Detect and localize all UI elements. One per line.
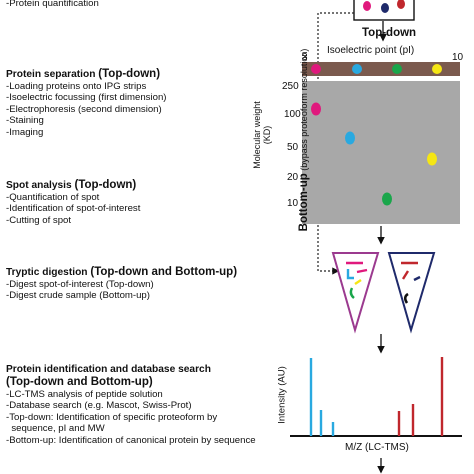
gel-spot-cyan (345, 131, 355, 145)
identification-mode: (Top-down and Bottom-up) (6, 376, 153, 388)
protein-quantification-step: -Protein quantification (6, 0, 99, 9)
gel-spot-magenta (311, 102, 321, 116)
digestion-item: -Digest spot-of-interest (Top-down) (6, 279, 154, 290)
top-down-label: Top-down (362, 27, 417, 39)
mw-axis-label: Molecular weight (252, 101, 262, 169)
spot-title: Spot analysis (6, 180, 72, 191)
strip-spot-cyan (352, 64, 362, 74)
mw-tick: 100 (284, 109, 301, 120)
sample-protein-magenta (363, 1, 371, 11)
2d-gel (302, 81, 460, 224)
separation-item: -Isoelectric focussing (first dimension) (6, 92, 167, 104)
spot-item: -Quantification of spot (6, 192, 100, 203)
spot-item: -Identification of spot-of-interest (6, 203, 141, 215)
identification-item: -Top-down: Identification of specific pr… (6, 411, 218, 423)
gel-spot-yellow (427, 152, 437, 166)
separation-item: -Imaging (6, 126, 44, 138)
digestion-tube-top-down (331, 252, 380, 334)
separation-item: -Loading proteins onto IPG strips (6, 81, 147, 92)
spot-analysis-step: Spot analysis (Top-down) -Quantification… (6, 179, 140, 226)
mw-tick: 10 (287, 198, 299, 209)
mw-axis-unit: (KD) (262, 125, 272, 145)
spot-heading: Spot analysis (Top-down) (6, 179, 140, 192)
gel-spot-green (382, 192, 392, 206)
strip-spot-green (392, 64, 402, 74)
bottom-up-note: (bypass proteoform resolution) (299, 48, 309, 171)
digestion-step: Tryptic digestion (Top-down and Bottom-u… (6, 266, 237, 302)
mw-tick: 50 (287, 142, 299, 153)
separation-item: -Staining (6, 115, 44, 127)
identification-item: sequence, pI and MW (6, 423, 105, 435)
sample-protein-red (397, 0, 405, 9)
sample-box (353, 0, 415, 21)
digestion-heading: Tryptic digestion (Top-down and Bottom-u… (6, 266, 237, 279)
separation-item: -Electrophoresis (second dimension) (6, 103, 162, 115)
pi-tick: 10 (452, 52, 464, 63)
separation-step: Protein separation (Top-down) -Loading p… (6, 68, 166, 138)
mw-tick: 20 (287, 172, 299, 183)
identification-title: Protein identification and database sear… (6, 364, 211, 375)
strip-spot-magenta (311, 64, 321, 74)
ms-ylabel: Intensity (AU) (276, 366, 288, 424)
pi-axis-label: Isoelectric point (pI) (327, 45, 415, 56)
digestion-tube-bottom-up (387, 252, 436, 334)
separation-heading: Protein separation (Top-down) (6, 68, 166, 81)
identification-item: -LC-TMS analysis of peptide solution (6, 389, 163, 400)
sample-protein-navy (381, 3, 389, 13)
digestion-item: -Digest crude sample (Bottom-up) (6, 290, 150, 302)
quantification-item: -Protein quantification (6, 0, 99, 9)
ipg-strip (302, 62, 460, 76)
identification-step: Protein identification and database sear… (6, 364, 256, 446)
digestion-title: Tryptic digestion (6, 267, 88, 278)
separation-mode: (Top-down) (98, 68, 161, 80)
spot-mode: (Top-down) (74, 179, 137, 191)
strip-spot-yellow (432, 64, 442, 74)
bottom-up-label: Bottom-up (298, 173, 310, 232)
ms-xlabel: M/Z (LC-TMS) (345, 442, 409, 453)
separation-title: Protein separation (6, 69, 96, 80)
identification-item: -Bottom-up: Identification of canonical … (6, 434, 256, 446)
identification-item: -Database search (e.g. Mascot, Swiss-Pro… (6, 400, 192, 412)
spot-item: -Cutting of spot (6, 214, 72, 226)
mw-tick: 250 (282, 81, 299, 92)
pi-tick: 3 (302, 52, 308, 63)
digestion-mode: (Top-down and Bottom-up) (90, 266, 238, 278)
